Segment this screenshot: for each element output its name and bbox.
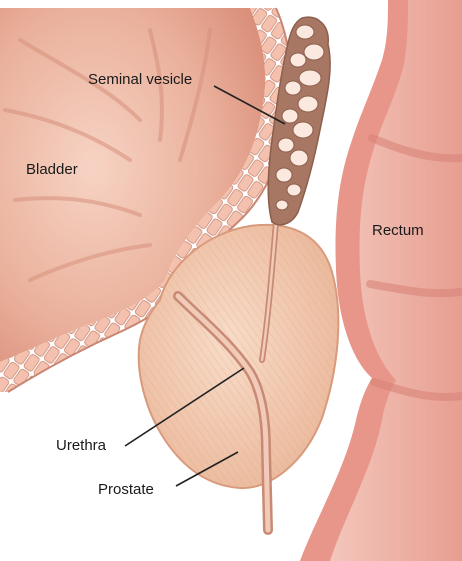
label-prostate: Prostate	[98, 481, 154, 498]
label-rectum: Rectum	[372, 222, 424, 239]
label-urethra: Urethra	[56, 437, 107, 454]
label-seminal-vesicle: Seminal vesicle	[88, 71, 192, 88]
label-bladder: Bladder	[26, 161, 78, 178]
